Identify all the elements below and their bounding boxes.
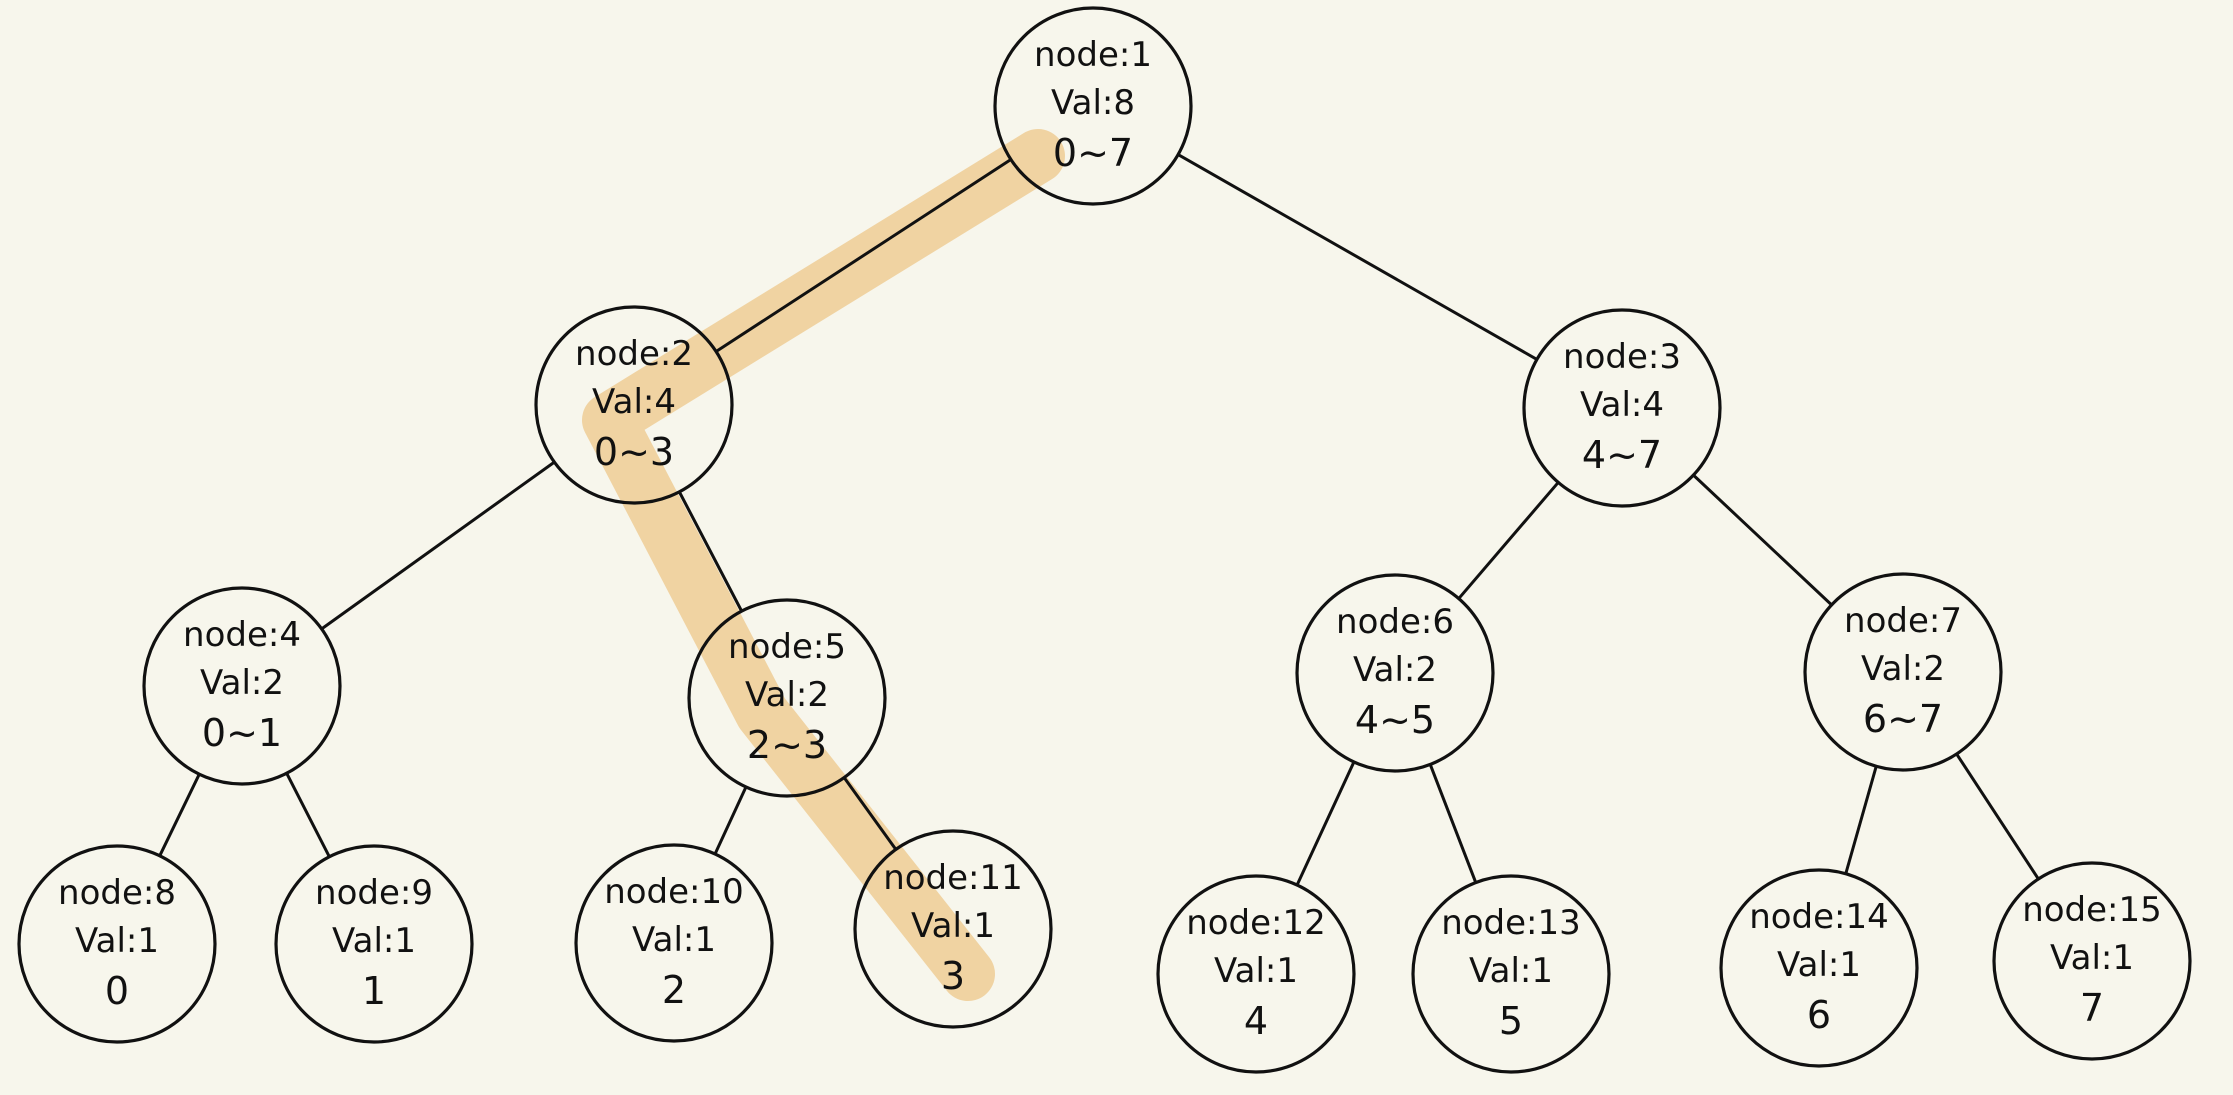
edge-layer bbox=[158, 153, 2040, 886]
node-id-label: node:3 bbox=[1563, 337, 1681, 377]
edge-5-10 bbox=[713, 786, 748, 855]
node-range-label: 2~3 bbox=[747, 723, 827, 767]
node-circle bbox=[1156, 874, 1356, 1074]
edge-6-12 bbox=[1295, 761, 1356, 886]
node-value-label: Val:1 bbox=[632, 920, 716, 960]
node-value-label: Val:1 bbox=[2050, 938, 2134, 978]
edge-6-13 bbox=[1428, 763, 1478, 884]
node-value-label: Val:2 bbox=[1353, 650, 1437, 690]
node-id-label: node:7 bbox=[1844, 601, 1962, 641]
highlighted-path bbox=[582, 129, 1065, 1001]
edge-1-3 bbox=[1177, 153, 1538, 361]
node-circle bbox=[687, 598, 887, 798]
node-circle bbox=[1411, 874, 1611, 1074]
node-value-label: Val:1 bbox=[911, 906, 995, 946]
node-circle bbox=[1803, 572, 2003, 772]
node-range-label: 7 bbox=[2080, 986, 2104, 1030]
node-circle bbox=[853, 829, 1053, 1029]
node-circle bbox=[574, 843, 774, 1043]
node-id-label: node:13 bbox=[1441, 903, 1581, 943]
node-value-label: Val:1 bbox=[1469, 951, 1553, 991]
node-id-label: node:10 bbox=[604, 872, 744, 912]
node-circle bbox=[17, 844, 217, 1044]
node-value-label: Val:1 bbox=[1214, 951, 1298, 991]
node-circle bbox=[142, 586, 342, 786]
node-value-label: Val:1 bbox=[1777, 945, 1861, 985]
node-range-label: 2 bbox=[662, 968, 686, 1012]
highlight-layer bbox=[582, 129, 1065, 1001]
node-id-label: node:4 bbox=[183, 615, 301, 655]
node-circle bbox=[274, 844, 474, 1044]
node-value-label: Val:2 bbox=[200, 663, 284, 703]
node-value-label: Val:4 bbox=[592, 382, 676, 422]
node-id-label: node:1 bbox=[1034, 35, 1152, 75]
node-circle bbox=[993, 6, 1193, 206]
node-circle bbox=[1719, 868, 1919, 1068]
node-id-label: node:15 bbox=[2022, 890, 2162, 930]
node-value-label: Val:1 bbox=[75, 921, 159, 961]
node-id-label: node:6 bbox=[1336, 602, 1454, 642]
edge-2-5 bbox=[678, 491, 743, 612]
node-range-label: 4~7 bbox=[1582, 433, 1662, 477]
node-circle bbox=[1522, 308, 1722, 508]
edge-4-9 bbox=[285, 772, 331, 858]
node-id-label: node:11 bbox=[883, 858, 1023, 898]
node-range-label: 4 bbox=[1244, 999, 1268, 1043]
node-range-label: 3 bbox=[941, 954, 965, 998]
node-value-label: Val:1 bbox=[332, 921, 416, 961]
node-value-label: Val:2 bbox=[745, 675, 829, 715]
node-id-label: node:8 bbox=[58, 873, 176, 913]
node-range-label: 6 bbox=[1807, 993, 1831, 1037]
node-value-label: Val:8 bbox=[1051, 83, 1135, 123]
node-id-label: node:9 bbox=[315, 873, 433, 913]
node-range-label: 0 bbox=[105, 969, 129, 1013]
node-range-label: 0~3 bbox=[594, 430, 674, 474]
node-range-label: 0~1 bbox=[202, 711, 282, 755]
node-circle bbox=[534, 305, 734, 505]
edge-5-11 bbox=[842, 776, 898, 851]
node-range-label: 4~5 bbox=[1355, 698, 1435, 742]
node-id-label: node:12 bbox=[1186, 903, 1326, 943]
edge-7-15 bbox=[1955, 753, 2040, 880]
node-id-label: node:5 bbox=[728, 627, 846, 667]
edge-3-7 bbox=[1692, 474, 1833, 606]
edge-7-14 bbox=[1844, 765, 1878, 875]
edge-3-6 bbox=[1457, 481, 1560, 600]
node-id-label: node:14 bbox=[1749, 897, 1889, 937]
edge-2-4 bbox=[320, 460, 556, 631]
node-id-label: node:2 bbox=[575, 334, 693, 374]
node-circle bbox=[1992, 861, 2192, 1061]
node-value-label: Val:2 bbox=[1861, 649, 1945, 689]
node-range-label: 1 bbox=[362, 969, 386, 1013]
node-range-label: 6~7 bbox=[1863, 697, 1943, 741]
node-range-label: 0~7 bbox=[1053, 131, 1133, 175]
node-value-label: Val:4 bbox=[1580, 385, 1664, 425]
edge-4-8 bbox=[158, 773, 201, 857]
node-range-label: 5 bbox=[1499, 999, 1523, 1043]
edge-1-2 bbox=[715, 158, 1012, 353]
node-circle bbox=[1295, 573, 1495, 773]
